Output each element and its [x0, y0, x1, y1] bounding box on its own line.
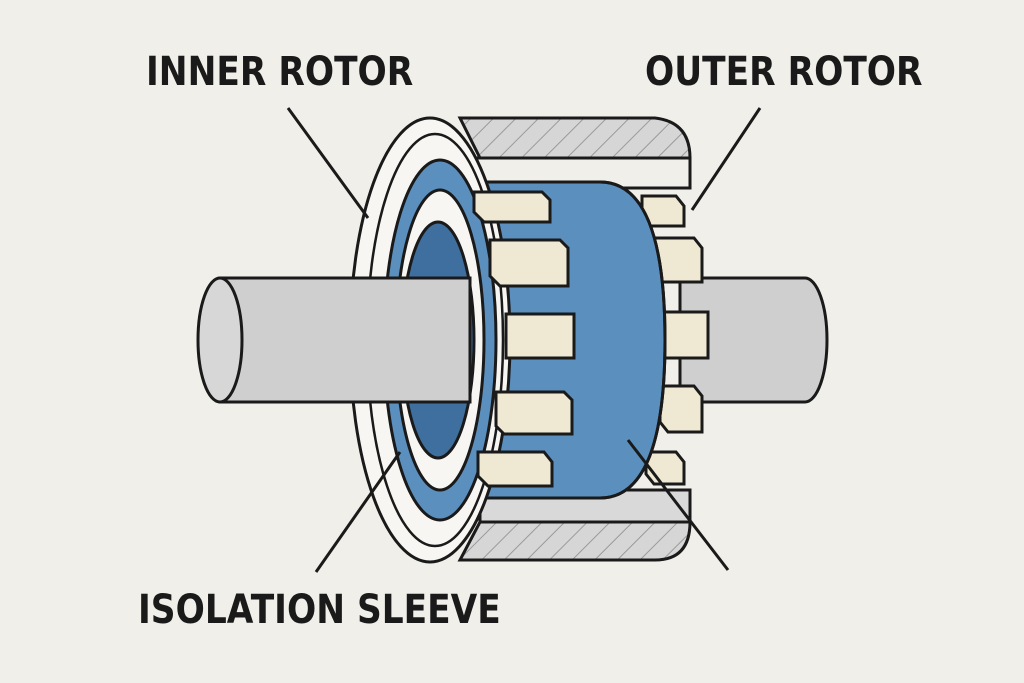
- inner-magnet: [494, 390, 574, 436]
- outer-rotor-housing-top: [457, 116, 692, 190]
- inner-magnets: [472, 190, 576, 488]
- outer-rotor-bottom-leader: [626, 439, 730, 571]
- outer-magnet: [658, 384, 704, 434]
- inner-rotor-label: INNER ROTOR: [146, 49, 414, 95]
- outer-rotor-housing-bottom: [457, 488, 692, 562]
- outer-rotor-leader: [690, 107, 762, 211]
- inner-rotor-leader: [286, 107, 370, 219]
- inner-magnet: [476, 450, 554, 488]
- isolation-sleeve-label: ISOLATION SLEEVE: [138, 587, 501, 633]
- outer-magnet: [662, 310, 710, 360]
- right-shaft: [678, 276, 829, 404]
- left-shaft: [196, 276, 472, 404]
- outer-rotor-label: OUTER ROTOR: [645, 49, 923, 95]
- outer-magnet: [644, 450, 686, 486]
- inner-magnet: [472, 190, 552, 224]
- isolation-sleeve-leader: [314, 451, 402, 573]
- inner-magnet: [488, 238, 570, 288]
- inner-magnet: [504, 312, 576, 360]
